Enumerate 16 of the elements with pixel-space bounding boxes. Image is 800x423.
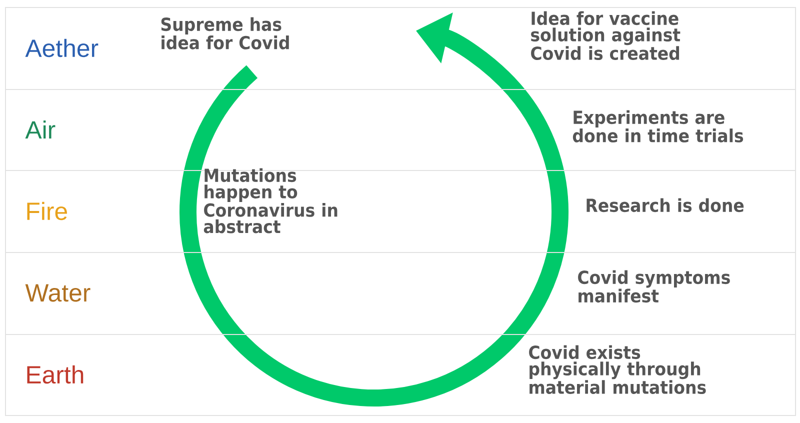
step-text: Mutations happen to Coronavirus in abstract — [204, 168, 338, 234]
step-text: Covid exists physically through material mutations — [529, 345, 706, 394]
step-text: Covid symptoms manifest — [578, 270, 730, 303]
table-row — [5, 252, 796, 335]
element-name: Earth — [27, 365, 84, 384]
step-text: Supreme has idea for Covid — [161, 17, 289, 50]
table-row — [5, 334, 796, 416]
element-name: Aether — [25, 38, 98, 58]
step-text: Idea for vaccine solution against Covid is created — [531, 11, 680, 60]
step-text: Research is done — [586, 198, 744, 212]
table-row — [5, 170, 796, 253]
element-name: Fire — [27, 202, 67, 220]
element-name: Water — [25, 284, 90, 302]
step-text: Experiments are done in time trials — [572, 110, 744, 142]
table-row — [5, 7, 796, 90]
element-name: Air — [25, 120, 56, 139]
